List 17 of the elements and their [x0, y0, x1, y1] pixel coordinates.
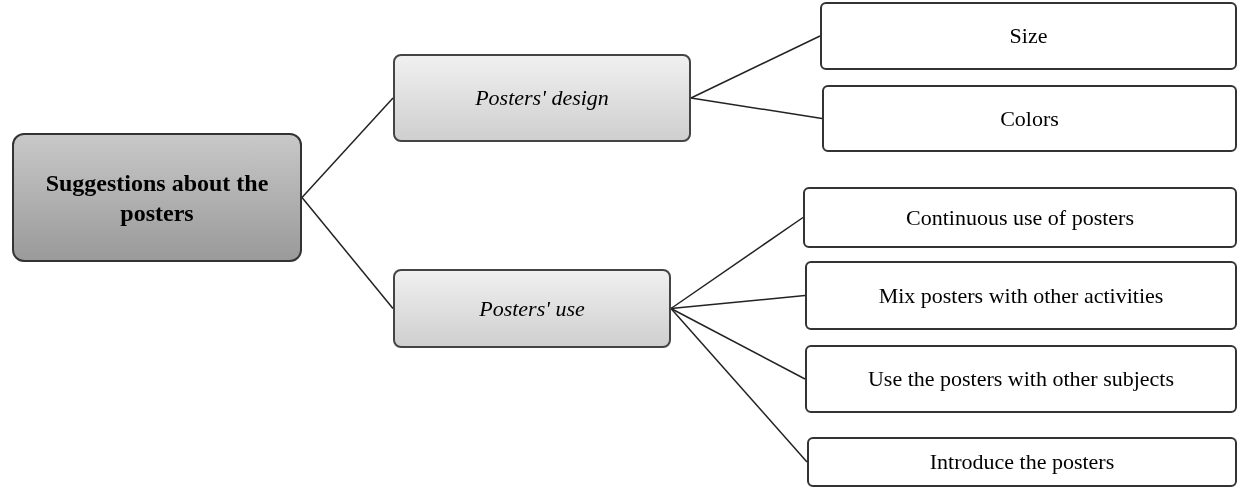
item-box: Introduce the posters: [807, 437, 1237, 487]
root-box: Suggestions about the posters: [12, 133, 302, 262]
item-box: Colors: [822, 85, 1237, 152]
connector-line: [670, 294, 806, 310]
connector-line: [690, 35, 821, 99]
connector-line: [301, 196, 394, 310]
connector-line: [670, 307, 806, 380]
connector-line: [670, 216, 804, 310]
connector-line: [301, 97, 394, 199]
item-box: Size: [820, 2, 1237, 70]
item-box: Mix posters with other activities: [805, 261, 1237, 330]
connector-line: [690, 97, 823, 120]
connector-line: [670, 307, 808, 463]
category-box: Posters' design: [393, 54, 691, 142]
category-box: Posters' use: [393, 269, 671, 348]
item-box: Continuous use of posters: [803, 187, 1237, 248]
item-box: Use the posters with other subjects: [805, 345, 1237, 413]
